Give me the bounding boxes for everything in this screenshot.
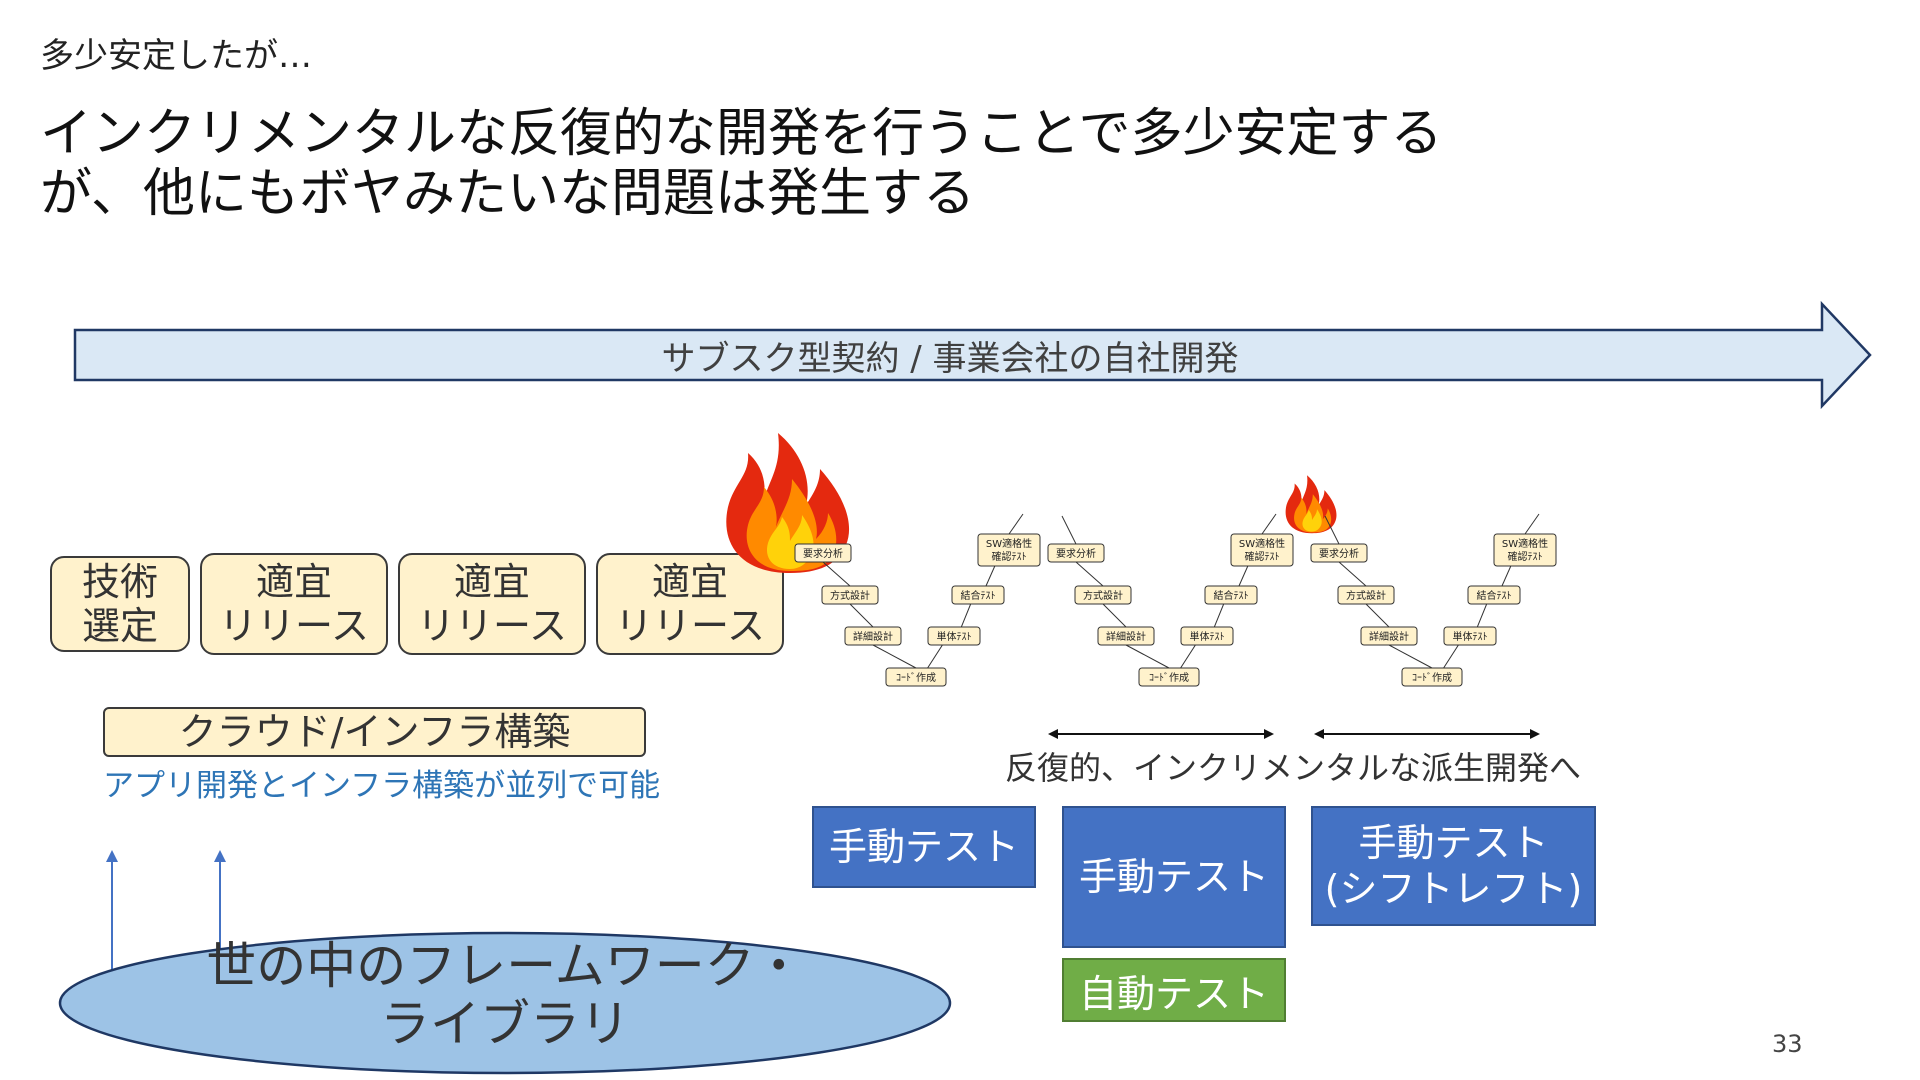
manual-test-shift-left-box: 手動テスト (シフトレフト) [1311,806,1596,926]
timeline-arrow-label: サブスク型契約 / 事業会社の自社開発 [661,338,1239,379]
auto-test-box: 自動テスト [1062,958,1286,1022]
v-model-label-sw-1: SW適格性 [986,537,1032,550]
v-model-label-unit: 単体ﾃｽﾄ [1190,630,1225,643]
v-model-step-detail [844,626,902,646]
page-number: 33 [1772,1030,1803,1058]
v-model-label-req: 要求分析 [1319,547,1359,560]
v-model-step-integ [1204,585,1258,605]
v-model-step-sw [1493,533,1557,567]
tech-selection-box: 技術 選定 [50,556,190,652]
v-model-label-sw-2: 確認ﾃｽﾄ [1508,550,1543,563]
v-model-label-sw-1: SW適格性 [1502,537,1548,550]
v-model-step-code [1401,667,1463,687]
release-box-2: 適宜 リリース [398,553,586,655]
v-model-label-code: ｺｰﾄﾞ作成 [1412,672,1452,684]
v-model-step-req [1310,543,1368,563]
v-model-label-arch: 方式設計 [830,589,870,602]
v-model-step-sw [1230,533,1294,567]
v-model-step-unit [1180,626,1234,646]
v-model-step-req [794,543,852,563]
v-model-label-code: ｺｰﾄﾞ作成 [1149,672,1189,684]
v-model-label-sw-1: SW適格性 [1239,537,1285,550]
v-model-label-req: 要求分析 [803,547,843,560]
v-model-step-code [1138,667,1200,687]
v-model-label-detail: 詳細設計 [853,630,893,643]
v-model-step-detail [1097,626,1155,646]
manual-test-box-2: 手動テスト [1062,806,1286,948]
v-model-step-unit [1443,626,1497,646]
v-model-label-sw-2: 確認ﾃｽﾄ [992,550,1027,563]
v-model-label-integ: 結合ﾃｽﾄ [1477,589,1512,602]
iteration-note: 反復的、インクリメンタルな派生開発へ [1005,749,1582,787]
v-model-step-detail [1360,626,1418,646]
v-model-step-arch [1337,585,1395,605]
v-model-label-detail: 詳細設計 [1106,630,1146,643]
v-model-step-arch [1074,585,1132,605]
v-model-label-sw-2: 確認ﾃｽﾄ [1245,550,1280,563]
v-model-label-detail: 詳細設計 [1369,630,1409,643]
v-model-step-integ [1467,585,1521,605]
v-model-label-integ: 結合ﾃｽﾄ [1214,589,1249,602]
v-model-step-unit [927,626,981,646]
release-box-1: 適宜 リリース [200,553,388,655]
v-model-step-code [885,667,947,687]
manual-test-box-1: 手動テスト [812,806,1036,888]
slide-headline: インクリメンタルな反復的な開発を行うことで多少安定する が、他にもボヤみたいな問… [40,104,1443,224]
v-model-step-sw [977,533,1041,567]
slide-subtitle: 多少安定したが… [40,36,312,76]
cloud-infra-box: クラウド/インフラ構築 [103,707,646,757]
v-model-label-unit: 単体ﾃｽﾄ [1453,630,1488,643]
v-model-label-code: ｺｰﾄﾞ作成 [896,672,936,684]
framework-ellipse-label: 世の中のフレームワーク・ ライブラリ [206,937,804,1053]
v-model-label-integ: 結合ﾃｽﾄ [961,589,996,602]
small-fire-icon [1285,475,1337,534]
v-model-step-req [1047,543,1105,563]
v-model-step-arch [821,585,879,605]
v-model-label-arch: 方式設計 [1346,589,1386,602]
v-model-step-integ [951,585,1005,605]
v-model-label-unit: 単体ﾃｽﾄ [937,630,972,643]
v-model-label-arch: 方式設計 [1083,589,1123,602]
parallel-dev-note: アプリ開発とインフラ構築が並列で可能 [103,768,661,804]
v-model-label-req: 要求分析 [1056,547,1096,560]
release-box-3: 適宜 リリース [596,553,784,655]
